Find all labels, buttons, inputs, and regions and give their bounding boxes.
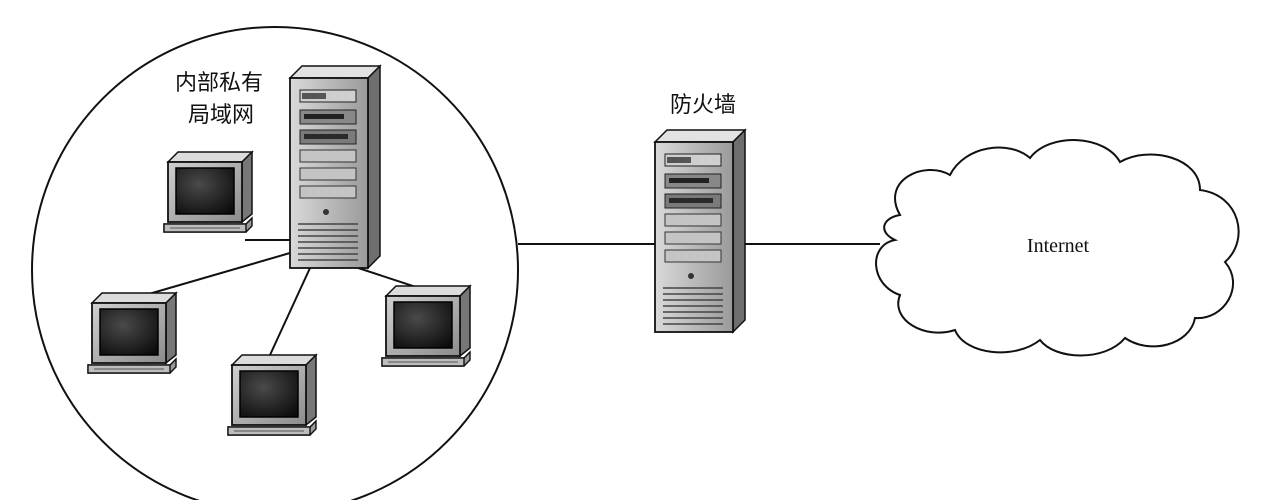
link-pc3-server bbox=[269, 267, 311, 356]
lan-pc-icon bbox=[381, 285, 471, 367]
lan-pc-icon bbox=[87, 292, 177, 374]
firewall-label: 防火墙 bbox=[670, 93, 736, 118]
lan-server-icon bbox=[289, 65, 381, 269]
lan-label-line1: 内部私有 bbox=[175, 71, 263, 96]
lan-pc-icon bbox=[227, 354, 317, 436]
lan-label-line2: 局域网 bbox=[188, 103, 254, 128]
lan-boundary bbox=[31, 26, 519, 500]
internet-label: Internet bbox=[1027, 235, 1090, 257]
lan-pc-icon bbox=[163, 151, 253, 233]
firewall-server-icon bbox=[654, 129, 746, 333]
link-pc2-server bbox=[134, 252, 291, 299]
internet-cloud-icon bbox=[875, 139, 1240, 357]
